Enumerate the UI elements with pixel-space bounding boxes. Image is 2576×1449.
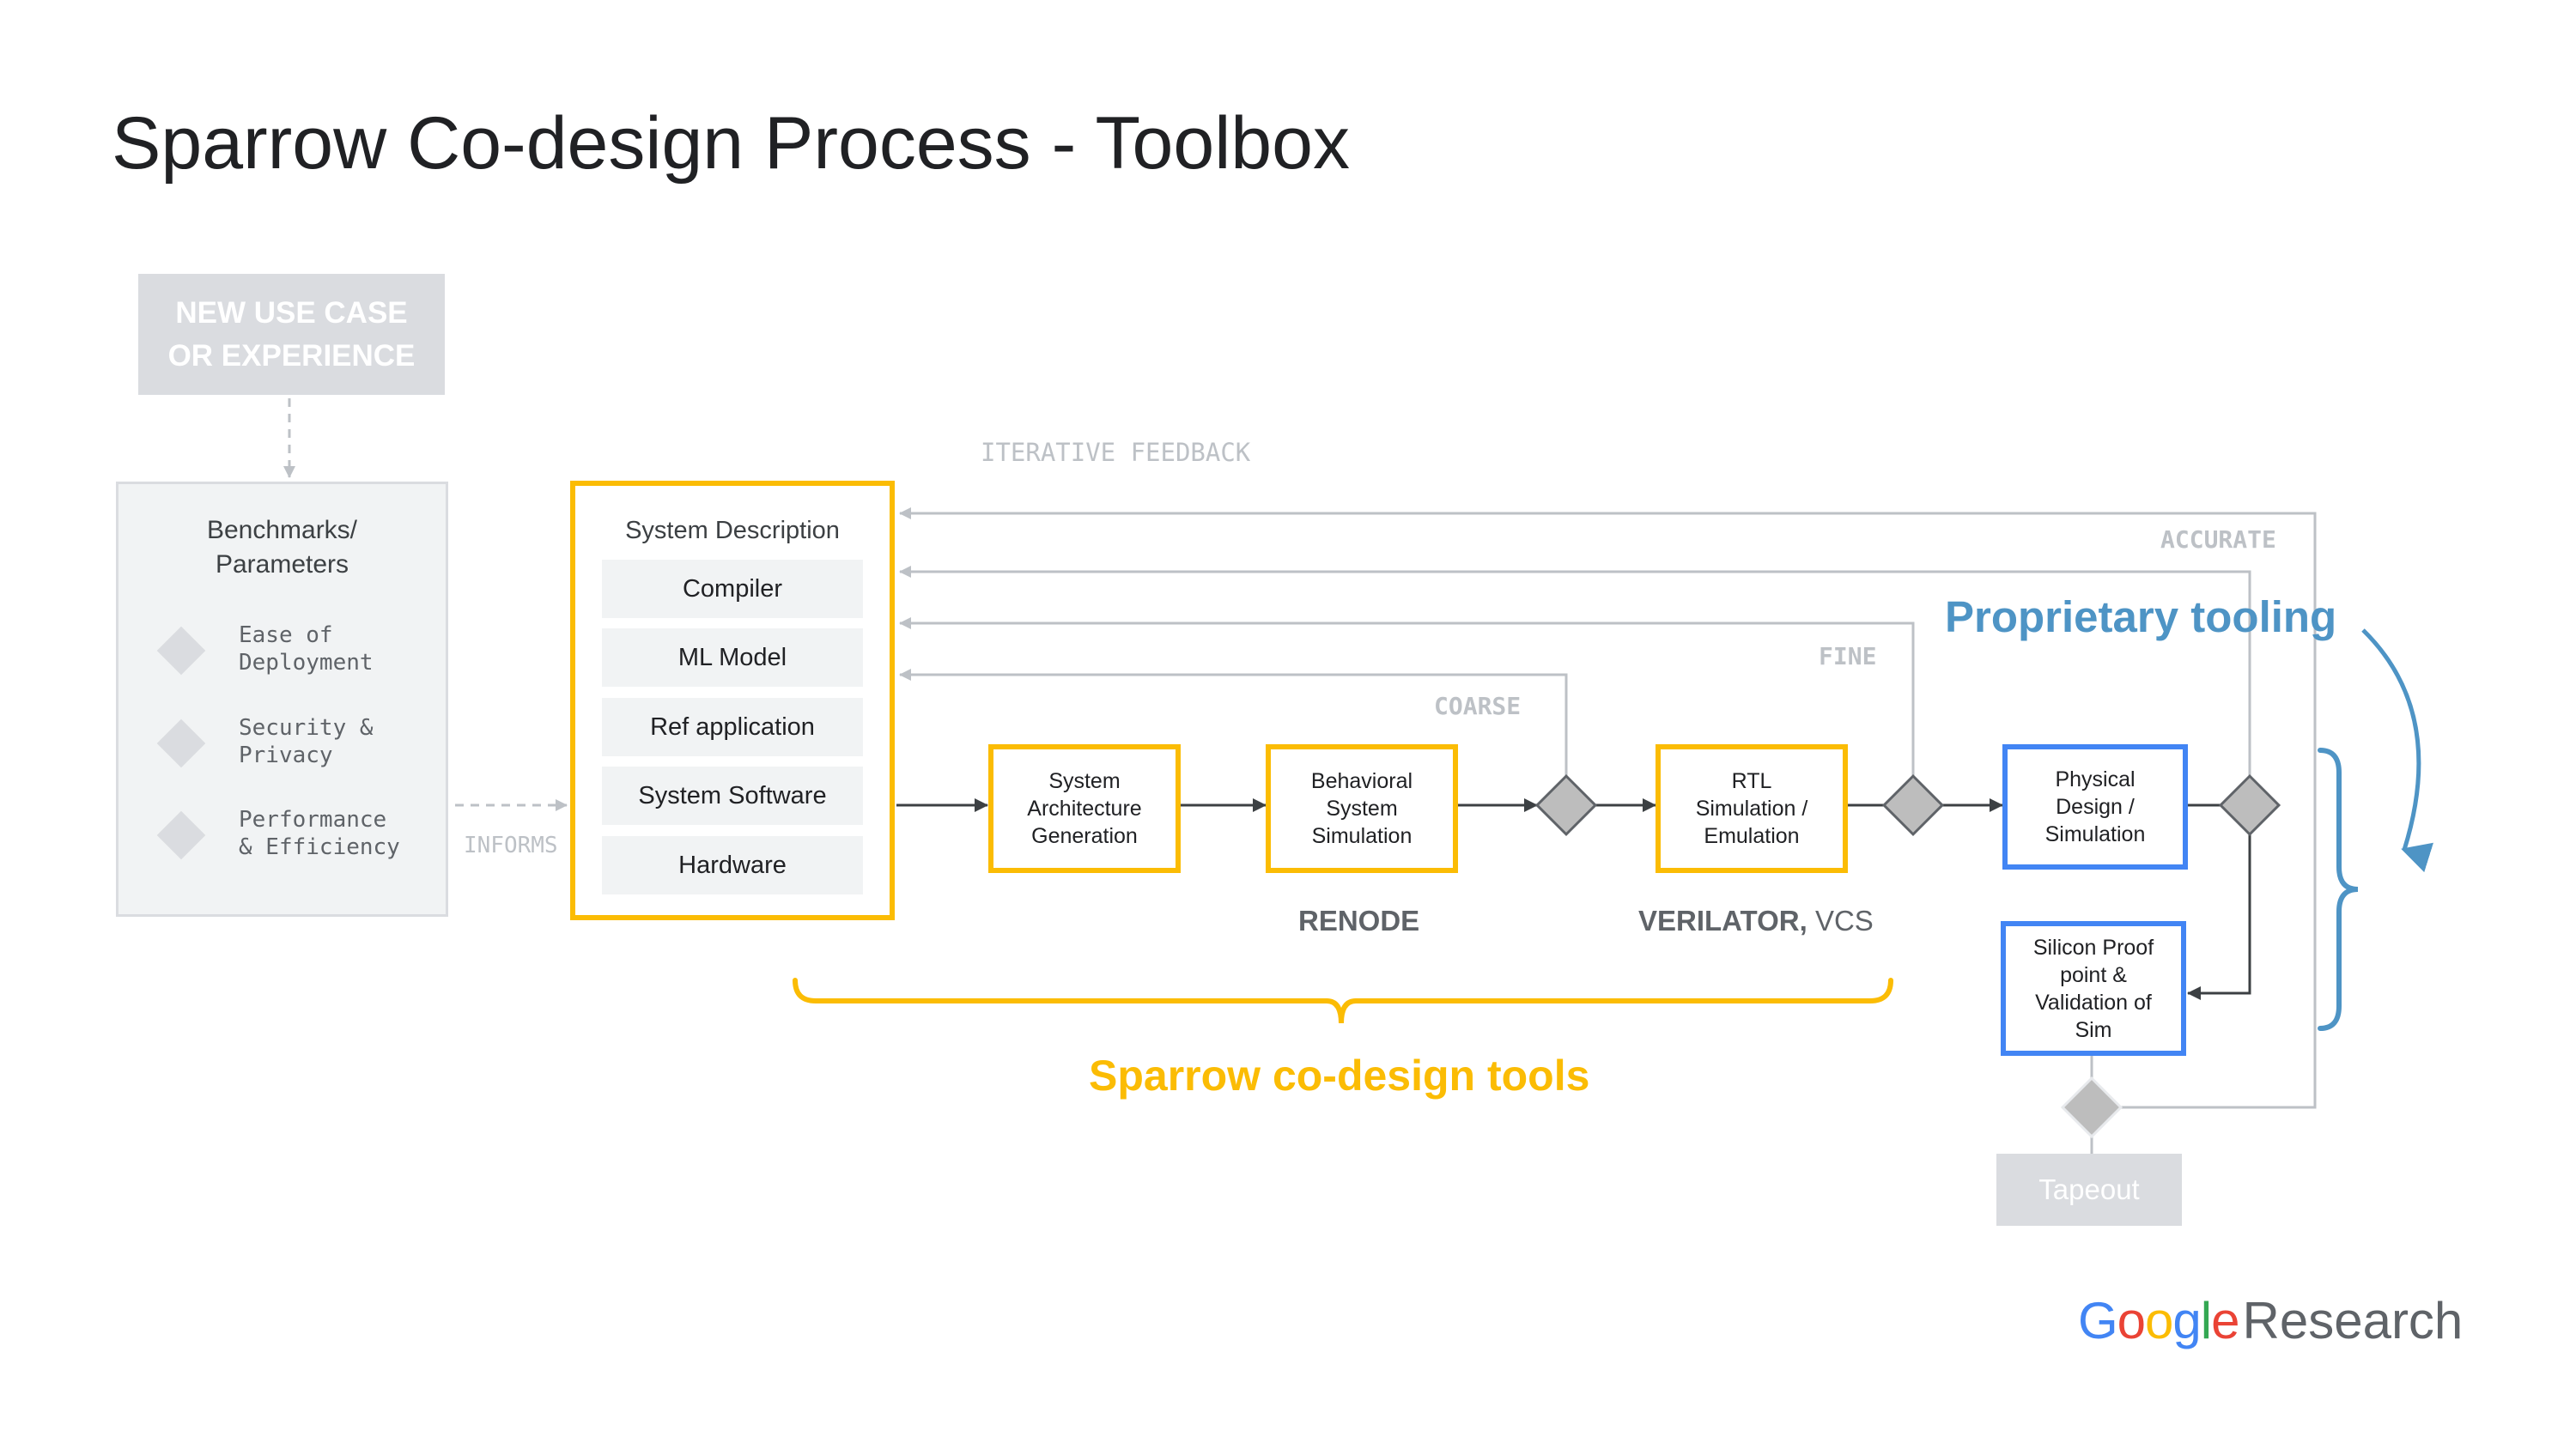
logo-letter: G bbox=[2078, 1292, 2118, 1349]
benchmark-performance-efficiency: Performance & Efficiency bbox=[239, 807, 400, 860]
decision-diamond-tapeout bbox=[2060, 1076, 2123, 1139]
tool-label-renode: RENODE bbox=[1298, 905, 1420, 937]
feedback-label-coarse: COARSE bbox=[1434, 692, 1522, 720]
feedback-coarse-line bbox=[899, 669, 1568, 776]
informs-label: INFORMS bbox=[464, 833, 558, 858]
flow-arrow-diamond3-to-silicon bbox=[2187, 834, 2251, 1000]
page-title: Sparrow Co-design Process - Toolbox bbox=[112, 102, 1350, 185]
decision-diamond-accurate bbox=[2218, 773, 2281, 837]
feedback-fine-line bbox=[899, 617, 1915, 776]
sys-item-system-software: System Software bbox=[602, 767, 863, 825]
tool-label-verilator: VERILATOR, bbox=[1638, 905, 1807, 937]
sparrow-tools-brace bbox=[793, 978, 1893, 1024]
benchmark-ease-of-deployment: Ease of Deployment bbox=[239, 622, 374, 676]
decision-diamond-fine bbox=[1881, 773, 1945, 837]
sys-item-ref-application: Ref application bbox=[602, 698, 863, 756]
tapeout-box: Tapeout bbox=[1996, 1154, 2182, 1226]
logo-letter: g bbox=[2172, 1292, 2201, 1349]
stage-silicon-proof-point: Silicon Proof point & Validation of Sim bbox=[2001, 921, 2186, 1056]
research-wordmark: Research bbox=[2242, 1292, 2464, 1349]
performance-diamond-icon bbox=[156, 810, 206, 860]
system-description-title: System Description bbox=[625, 517, 840, 544]
sparrow-tools-caption: Sparrow co-design tools bbox=[1089, 1052, 1590, 1100]
benchmarks-panel: Benchmarks/ Parameters Ease of Deploymen… bbox=[116, 482, 448, 917]
tool-label-verilator-vcs: VERILATOR, VCS bbox=[1638, 905, 1874, 937]
stage-physical-design-simulation: Physical Design / Simulation bbox=[2002, 744, 2188, 870]
feedback-label-fine: FINE bbox=[1819, 642, 1877, 670]
benchmark-security-privacy: Security & Privacy bbox=[239, 715, 374, 768]
google-wordmark: Google bbox=[2078, 1292, 2240, 1349]
ease-diamond-icon bbox=[156, 626, 206, 676]
decision-diamond-coarse bbox=[1534, 773, 1598, 837]
stage-system-architecture-generation: System Architecture Generation bbox=[988, 744, 1181, 873]
proprietary-brace bbox=[2318, 748, 2359, 1031]
google-research-logo: GoogleResearch bbox=[2078, 1291, 2463, 1350]
feedback-outer-line bbox=[899, 507, 2317, 1109]
stage-behavioral-system-simulation: Behavioral System Simulation bbox=[1266, 744, 1458, 873]
sys-item-ml-model: ML Model bbox=[602, 628, 863, 687]
tool-label-vcs: VCS bbox=[1807, 905, 1874, 937]
feedback-accurate-line bbox=[899, 566, 2251, 776]
sys-item-hardware: Hardware bbox=[602, 836, 863, 894]
logo-letter: e bbox=[2211, 1292, 2239, 1349]
stage-rtl-simulation-emulation: RTL Simulation / Emulation bbox=[1656, 744, 1848, 873]
logo-letter: o bbox=[2145, 1292, 2173, 1349]
sys-item-compiler: Compiler bbox=[602, 560, 863, 618]
iterative-feedback-label: ITERATIVE FEEDBACK bbox=[981, 438, 1251, 467]
logo-letter: o bbox=[2117, 1292, 2146, 1349]
proprietary-tooling-caption: Proprietary tooling bbox=[1945, 592, 2337, 641]
benchmarks-title: Benchmarks/ Parameters bbox=[206, 516, 358, 579]
new-use-case-box: NEW USE CASE OR EXPERIENCE bbox=[138, 274, 445, 395]
security-diamond-icon bbox=[156, 718, 206, 768]
logo-letter: l bbox=[2200, 1292, 2212, 1349]
system-description-panel: System Description Compiler ML Model Ref… bbox=[570, 481, 895, 920]
feedback-label-accurate: ACCURATE bbox=[2160, 525, 2276, 554]
proprietary-curve-arrow bbox=[2361, 628, 2434, 873]
